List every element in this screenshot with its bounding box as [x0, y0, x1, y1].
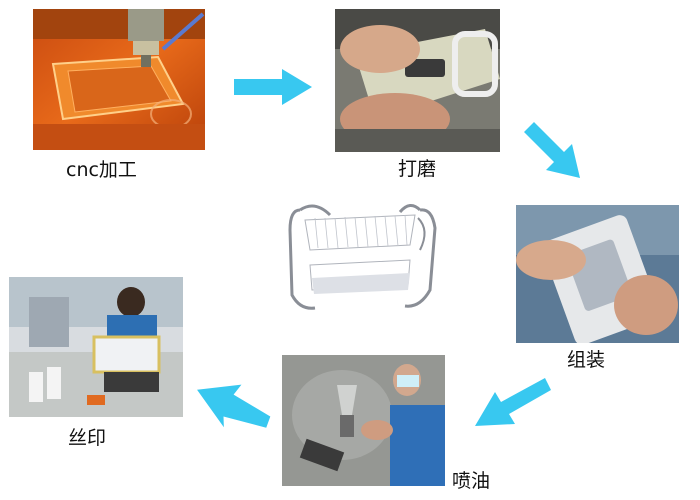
- grinding-label: 打磨: [398, 158, 437, 180]
- assembly-photo: [516, 205, 679, 343]
- assembly-label: 组装: [567, 349, 606, 371]
- spraying-label: 喷油: [452, 470, 491, 492]
- arrow-down-left-icon: [473, 374, 551, 430]
- grinding-photo: [335, 9, 500, 152]
- product-photo: [270, 190, 445, 325]
- arrow-right-icon: [234, 67, 314, 107]
- silkscreen-photo: [9, 277, 183, 417]
- arrow-left-icon: [192, 381, 274, 429]
- arrow-down-right-icon: [520, 118, 585, 183]
- cnc-label: cnc加工: [66, 159, 137, 181]
- spraying-photo: [282, 355, 445, 486]
- cnc-photo: [33, 9, 205, 150]
- silkscreen-label: 丝印: [68, 427, 107, 449]
